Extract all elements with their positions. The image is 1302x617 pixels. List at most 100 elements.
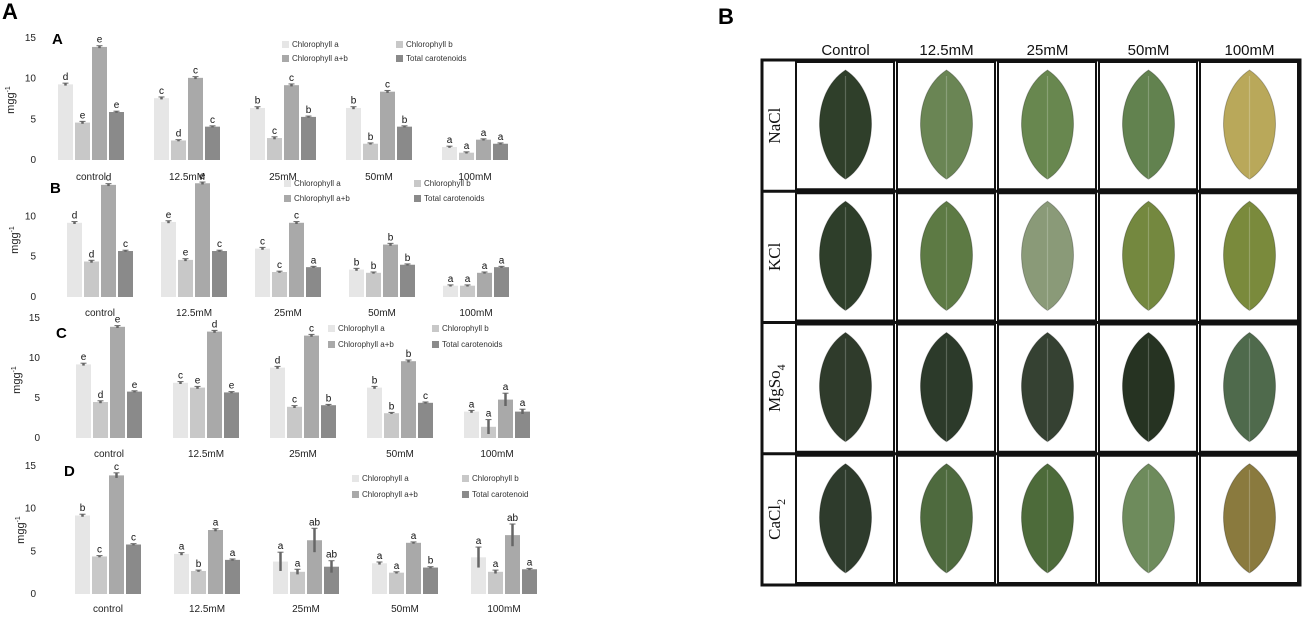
bar [75,122,90,160]
significance-letter: c [423,391,428,402]
leaf-image [1223,200,1276,312]
leaf-image [920,331,973,443]
significance-letter: c [123,239,128,250]
legend-swatch [284,180,291,187]
bar [367,387,382,438]
significance-letter: b [326,393,332,404]
legend-swatch [284,195,291,202]
significance-letter: e [166,210,172,221]
row-label: MgSo4 [765,364,788,412]
category-label: 50mM [391,604,419,615]
significance-letter: e [97,35,103,46]
significance-letter: e [195,375,201,386]
bar [190,387,205,438]
y-tick-label: 10 [25,74,37,85]
bar [400,264,415,297]
bar [366,272,381,297]
leaf-image [920,69,973,180]
bar [270,367,285,438]
bar [304,335,319,438]
legend-label: Chlorophyll a [292,40,339,49]
leaf-image [1122,331,1175,443]
bar [92,46,107,160]
significance-letter: b [196,559,202,570]
significance-letter: a [447,135,453,146]
category-label: 100mM [459,308,492,319]
row-label: KCl [765,242,784,271]
significance-letter: d [72,211,78,222]
category-label: 12.5mM [176,308,212,319]
legend-label: Chlorophyll b [472,474,519,483]
category-label: control [76,172,106,183]
bar [127,391,142,438]
legend-label: Total carotenoids [406,54,466,63]
significance-letter: a [469,399,475,410]
category-label: 50mM [386,449,414,460]
significance-letter: b [368,132,374,143]
legend-swatch [328,325,335,332]
bar [272,271,287,297]
significance-letter: e [115,315,121,326]
bar [284,85,299,160]
legend-label: Total carotenoids [424,194,484,203]
leaf-image [1021,200,1074,312]
significance-letter: c [210,115,215,126]
bar [464,411,479,438]
bar [380,91,395,160]
y-tick-label: 15 [25,461,37,472]
significance-letter: e [80,110,86,121]
significance-letter: d [89,249,95,260]
y-tick-label: 5 [34,393,40,404]
bar [418,402,433,438]
bar [406,542,421,594]
legend-swatch [462,475,469,482]
significance-letter: b [405,253,411,264]
y-axis-label: mgg-1 [5,86,17,114]
bar [384,413,399,438]
leaf-image [1021,69,1074,180]
bar [58,84,73,160]
legend-swatch [352,491,359,498]
y-tick-label: 15 [29,313,41,324]
legend-label: Chlorophyll a+b [292,54,348,63]
legend-swatch [282,41,289,48]
bar [494,267,509,297]
significance-letter: c [260,236,265,247]
y-tick-label: 10 [25,211,37,222]
legend-label: Total carotenoid [472,490,528,499]
category-label: 12.5mM [189,604,225,615]
significance-letter: d [212,319,218,330]
legend-label: Chlorophyll a+b [362,490,418,499]
bar [363,143,378,160]
category-label: 25mM [269,172,297,183]
significance-letter: c [277,260,282,271]
significance-letter: d [275,355,281,366]
significance-letter: e [229,381,235,392]
significance-letter: e [132,380,138,391]
row-label: NaCl [765,107,784,143]
significance-letter: c [178,371,183,382]
legend-swatch [396,41,403,48]
bar [92,556,107,594]
bar [515,411,530,438]
significance-letter: a [278,541,284,552]
bar [423,567,438,594]
bar [191,570,206,594]
y-tick-label: 0 [30,292,36,303]
bar [173,382,188,438]
legend-label: Chlorophyll b [406,40,453,49]
leaf-image [819,69,872,180]
legend-swatch [414,195,421,202]
legend-label: Chlorophyll a+b [294,194,350,203]
legend-swatch [282,55,289,62]
y-tick-label: 10 [25,504,37,515]
bar [401,361,416,438]
category-label: 25mM [289,449,317,460]
legend-label: Chlorophyll a [362,474,409,483]
significance-letter: ab [309,517,321,528]
leaf-image [819,331,872,443]
bar [225,559,240,594]
bar [212,251,227,297]
